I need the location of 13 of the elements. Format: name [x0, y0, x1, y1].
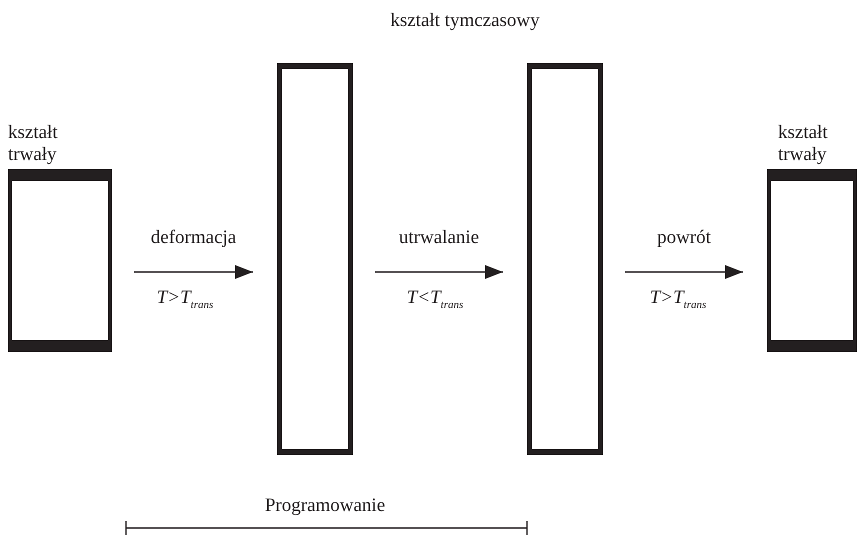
edge-label: utrwalanie [398, 227, 480, 249]
condition-label: T<T$_{trans}$ [406, 287, 464, 311]
shape-caption: kształt trwały [778, 122, 829, 166]
text-label: kształt tymczasowy [390, 10, 540, 32]
shape-caption: kształt trwały [8, 122, 59, 166]
arrow [375, 265, 503, 279]
arrow [134, 265, 253, 279]
condition-label: T>T$_{trans}$ [650, 287, 706, 311]
text-label: Programowanie [264, 495, 386, 517]
edge-label: deformacja [150, 227, 236, 249]
arrow [625, 265, 743, 279]
edge-label: powrót [657, 227, 711, 249]
condition-label: T>T$_{trans}$ [156, 287, 214, 311]
